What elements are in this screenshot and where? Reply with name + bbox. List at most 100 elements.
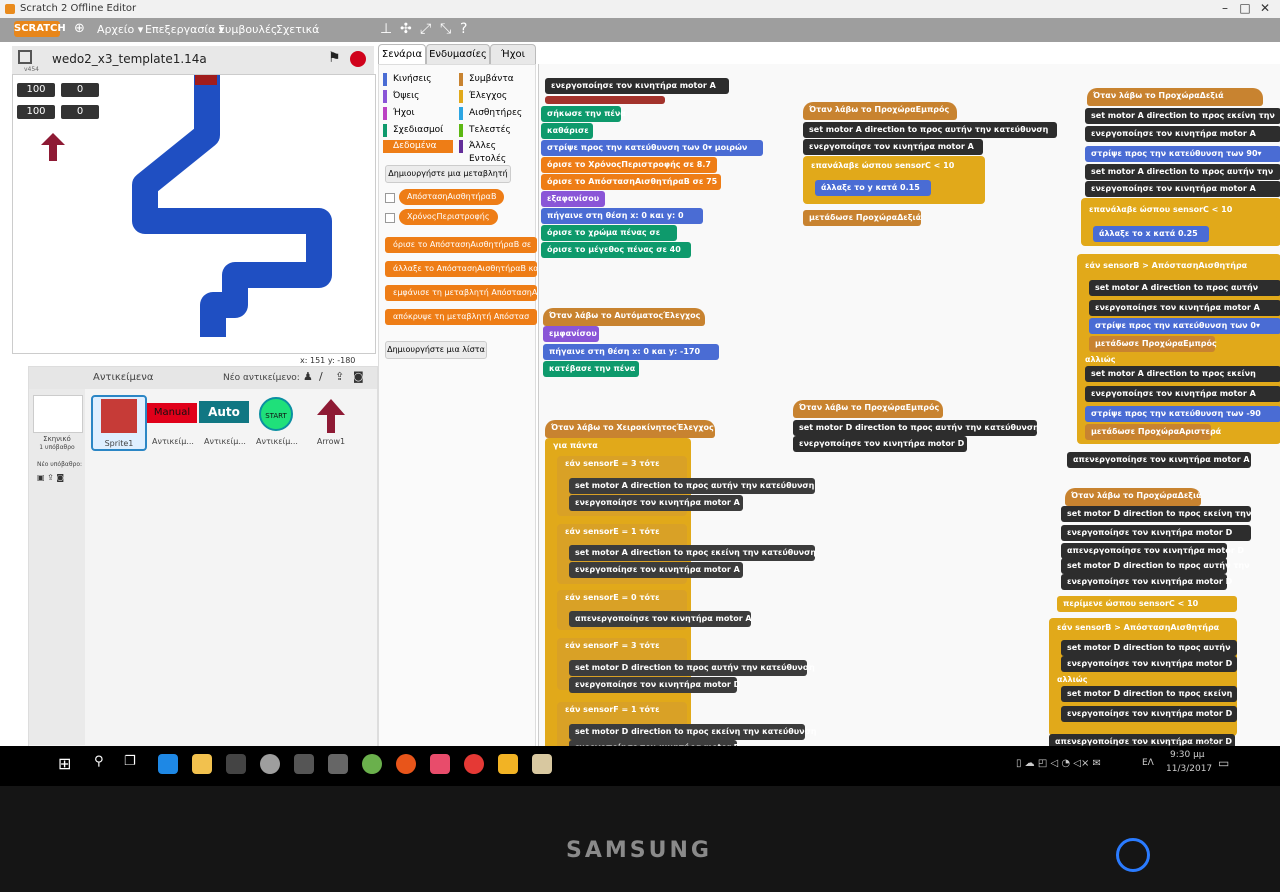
menu-file[interactable]: Αρχείο ▾ bbox=[97, 23, 144, 36]
wedo-block[interactable]: ενεργοποίησε τον κινητήρα motor A bbox=[569, 495, 743, 511]
shrink-icon[interactable]: ⤡ bbox=[440, 21, 452, 37]
app-icon-pink[interactable] bbox=[430, 754, 450, 774]
notification-icon[interactable]: ▭ bbox=[1218, 756, 1230, 770]
category-pen[interactable]: Σχεδιασμοί Πένας bbox=[383, 124, 463, 137]
wedo-block[interactable]: ενεργοποίησε τον κινητήρα motor A bbox=[1089, 300, 1280, 316]
wedo-block[interactable]: set motor D direction to προς εκείνη την bbox=[1061, 506, 1251, 522]
sprite-thumb-manual[interactable]: Manual Αντικείμ... bbox=[147, 395, 199, 447]
app-icon-green[interactable] bbox=[362, 754, 382, 774]
stage-canvas[interactable]: 100 0 100 0 bbox=[12, 74, 376, 354]
script-block[interactable]: στρίψε προς την κατεύθυνση των -90 bbox=[1085, 406, 1280, 422]
sprite-library-icon[interactable]: ♟ bbox=[303, 370, 313, 383]
category-sensing[interactable]: Αισθητήρες bbox=[459, 107, 522, 120]
if-label[interactable]: εάν sensorF = 3 τότε bbox=[559, 638, 683, 654]
sprite-thumb-auto[interactable]: Auto Αντικείμ... bbox=[199, 395, 251, 447]
power-button-icon[interactable] bbox=[1116, 838, 1150, 872]
wedo-block[interactable]: set motor D direction to προς εκείνη την… bbox=[569, 724, 817, 740]
paint-brush-icon[interactable]: / bbox=[319, 370, 323, 383]
task-view-icon[interactable]: ❐ bbox=[124, 754, 136, 769]
clock-date[interactable]: 11/3/2017 bbox=[1166, 764, 1213, 774]
wait-until-block[interactable]: περίμενε ώσπου sensorC < 10 bbox=[1057, 596, 1237, 612]
maximize-icon[interactable]: □ bbox=[1239, 1, 1251, 15]
wedo-block[interactable]: ενεργοποίησε τον κινητήρα motor D bbox=[1061, 706, 1237, 722]
category-sound[interactable]: Ήχοι bbox=[383, 107, 415, 120]
edge-icon[interactable] bbox=[158, 754, 178, 774]
cut-icon[interactable]: ✣ bbox=[400, 21, 412, 37]
minimize-icon[interactable]: – bbox=[1222, 1, 1228, 15]
store-icon[interactable] bbox=[226, 754, 246, 774]
var-checkbox[interactable] bbox=[385, 193, 395, 203]
tab-sounds[interactable]: Ήχοι bbox=[490, 44, 536, 65]
wedo-block[interactable]: set motor A direction to προς αυτήν την … bbox=[803, 122, 1057, 138]
repeat-until-label[interactable]: επανάλαβε ώσπου sensorC < 10 bbox=[805, 158, 983, 174]
wedo-block[interactable]: set motor A direction to προς εκείνη την bbox=[1085, 108, 1280, 124]
category-operators[interactable]: Τελεστές bbox=[459, 124, 511, 137]
arrow-sprite[interactable] bbox=[41, 133, 65, 161]
hide-variable-block[interactable]: απόκρυψε τη μεταβλητή Απόστασ bbox=[385, 309, 537, 325]
if-label[interactable]: εάν sensorE = 3 τότε bbox=[559, 456, 683, 472]
if-label[interactable]: εάν sensorF = 1 τότε bbox=[559, 702, 683, 718]
wedo-block[interactable]: απενεργοποίησε τον κινητήρα motor A bbox=[1067, 452, 1251, 468]
duplicate-stamp-icon[interactable]: ⊥ bbox=[380, 21, 393, 37]
if-label[interactable]: εάν sensorB > ΑπόστασηΑισθητήρα bbox=[1079, 258, 1279, 274]
var-checkbox[interactable] bbox=[385, 213, 395, 223]
sprite-thumb-start[interactable]: START Αντικείμ... bbox=[251, 395, 303, 447]
if-label[interactable]: εάν sensorE = 0 τότε bbox=[559, 590, 683, 606]
menu-about[interactable]: Σχετικά bbox=[276, 23, 320, 36]
script-block[interactable]: εμφανίσου bbox=[543, 326, 599, 342]
wedo-block[interactable]: ενεργοποίησε τον κινητήρα motor A bbox=[1085, 386, 1280, 402]
project-name[interactable]: wedo2_x3_template1.14a bbox=[52, 52, 207, 66]
app-icon-globe[interactable] bbox=[260, 754, 280, 774]
wedo-block[interactable]: set motor D direction to προς αυτήν bbox=[1061, 640, 1237, 656]
upload-icon[interactable]: ⇪ bbox=[335, 370, 345, 383]
app-icon-yellow[interactable] bbox=[498, 754, 518, 774]
wedo-block[interactable]: απενεργοποίησε τον κινητήρα motor D bbox=[1061, 543, 1244, 559]
help-icon[interactable]: ? bbox=[460, 21, 468, 37]
stage-selector[interactable]: Σκηνικό 1 υπόβαθρο Νέο υπόβαθρο: ▣ ⇪ ◙ bbox=[29, 389, 85, 745]
category-data[interactable]: Δεδομένα bbox=[383, 140, 453, 153]
when-receive-hat[interactable]: Όταν λάβω το ΠροχώραΕμπρός bbox=[793, 400, 943, 418]
search-icon[interactable]: ⚲ bbox=[94, 754, 104, 769]
wedo-block[interactable]: ενεργοποίησε τον κινητήρα motor A bbox=[803, 139, 983, 155]
when-receive-hat[interactable]: Όταν λάβω το ΑυτόματοςΈλεγχος bbox=[543, 308, 705, 326]
wedo-block[interactable]: ενεργοποίησε τον κινητήρα motor A bbox=[1085, 181, 1280, 197]
wedo-block[interactable]: ενεργοποίησε τον κινητήρα motor A bbox=[569, 562, 743, 578]
robot-sprite[interactable] bbox=[195, 75, 217, 85]
tab-costumes[interactable]: Ενδυμασίες bbox=[426, 44, 490, 65]
wedo-block[interactable]: ενεργοποίησε τον κινητήρα motor D bbox=[793, 436, 967, 452]
wedo-block[interactable]: set motor D direction to προς αυτήν την … bbox=[793, 420, 1039, 436]
if-label[interactable]: εάν sensorE = 1 τότε bbox=[559, 524, 683, 540]
file-explorer-icon[interactable] bbox=[192, 754, 212, 774]
variable-reporter[interactable]: ΑπόστασηΑισθητήραΒ bbox=[399, 189, 505, 205]
script-block[interactable]: όρισε το ΧρόνοςΠεριστροφής σε 8.7 bbox=[541, 157, 717, 173]
firefox-icon[interactable] bbox=[396, 754, 416, 774]
clock-time[interactable]: 9:30 μμ bbox=[1170, 750, 1205, 760]
category-more-blocks[interactable]: Άλλες Εντολές bbox=[459, 140, 535, 164]
camera-icon[interactable]: ◙ bbox=[353, 370, 364, 383]
wedo-block[interactable]: απενεργοποίησε τον κινητήρα motor A bbox=[569, 611, 752, 627]
wedo-block[interactable]: set motor A direction to προς εκείνη bbox=[1085, 366, 1280, 382]
scripts-area[interactable]: ενεργοποίησε τον κινητήρα motor A σήκωσε… bbox=[538, 64, 1280, 754]
script-block[interactable]: στρίψε προς την κατεύθυνση των 0▾ μοιρών bbox=[541, 140, 763, 156]
script-block[interactable]: κατέβασε την πένα bbox=[543, 361, 639, 377]
tray-icons[interactable]: ▯ ☁ ◰ ◁ ◔ ◁× ✉ bbox=[1016, 758, 1101, 769]
globe-icon[interactable]: ⊕ bbox=[74, 21, 85, 36]
app-icon-figure[interactable] bbox=[294, 754, 314, 774]
when-receive-hat[interactable]: Όταν λάβω το ΠροχώραΕμπρός bbox=[803, 102, 957, 120]
sprite-thumb-sprite1[interactable]: Sprite1 bbox=[91, 395, 147, 451]
show-variable-block[interactable]: εμφάνισε τη μεταβλητή ΑπόστασηΑ bbox=[385, 285, 537, 301]
set-variable-block[interactable]: όρισε το ΑπόστασηΑισθητήραΒ σε bbox=[385, 237, 537, 253]
script-block[interactable]: άλλαξε το x κατά 0.25 bbox=[1093, 226, 1209, 242]
script-block[interactable]: όρισε το μέγεθος πένας σε 40 bbox=[541, 242, 691, 258]
scratch-taskbar-icon[interactable] bbox=[532, 754, 552, 774]
wedo-block[interactable]: ενεργοποίησε τον κινητήρα motor D bbox=[1061, 574, 1232, 590]
menu-tips[interactable]: Συμβουλές bbox=[218, 23, 278, 36]
wedo-block[interactable]: ενεργοποίησε τον κινητήρα motor D bbox=[1061, 656, 1237, 672]
script-block[interactable]: μετάδωσε ΠροχώραΕμπρός bbox=[1089, 336, 1217, 352]
category-events[interactable]: Συμβάντα bbox=[459, 73, 514, 86]
script-block[interactable]: στρίψε προς την κατεύθυνση των 0▾ bbox=[1089, 318, 1280, 334]
category-control[interactable]: Έλεγχος bbox=[459, 90, 507, 103]
variable-reporter[interactable]: ΧρόνοςΠεριστροφής bbox=[399, 209, 498, 225]
make-list-button[interactable]: Δημιουργήστε μια λίστα bbox=[385, 341, 487, 359]
wedo-block[interactable]: set motor D direction to προς αυτήν την bbox=[1061, 558, 1250, 574]
